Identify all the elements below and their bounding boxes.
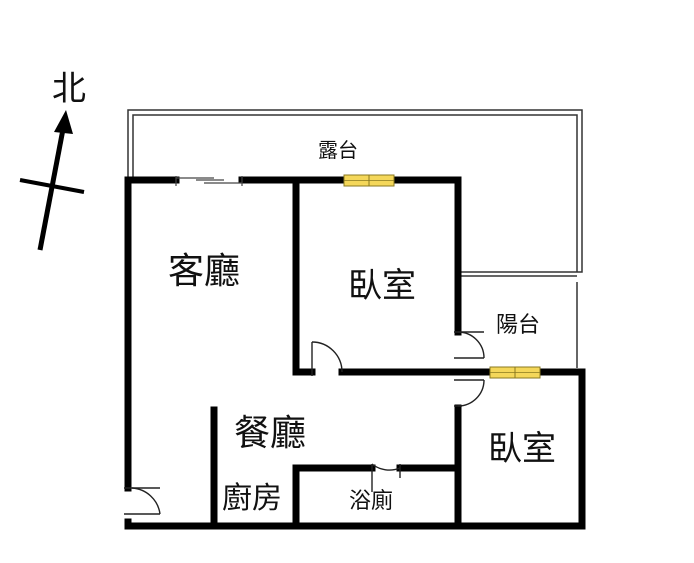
kitchen-label: 廚房 (222, 481, 282, 516)
door-bedroom-east-icon (454, 331, 485, 359)
balcony-label: 陽台 (496, 313, 540, 338)
bedroom-north-label: 臥室 (348, 266, 416, 306)
door-south-bedroom-icon (454, 379, 485, 407)
door-bathroom-icon (371, 463, 401, 492)
bedroom-south-label: 臥室 (488, 429, 556, 469)
north-compass-icon (19, 110, 85, 251)
window-south-bedroom-icon (489, 366, 541, 379)
door-north-bedroom-icon (311, 341, 343, 376)
sliding-door-icon (175, 176, 243, 186)
bathroom-label: 浴廁 (349, 489, 393, 514)
dining-room-label: 餐廳 (234, 413, 306, 454)
window-north-bedroom-icon (343, 174, 395, 187)
terrace-outline (127, 109, 583, 368)
terrace-label: 露台 (318, 138, 358, 162)
living-room-label: 客廳 (168, 251, 240, 292)
door-entrance-icon (124, 487, 161, 515)
compass-north-label: 北 (52, 69, 86, 109)
walls (124, 176, 586, 530)
